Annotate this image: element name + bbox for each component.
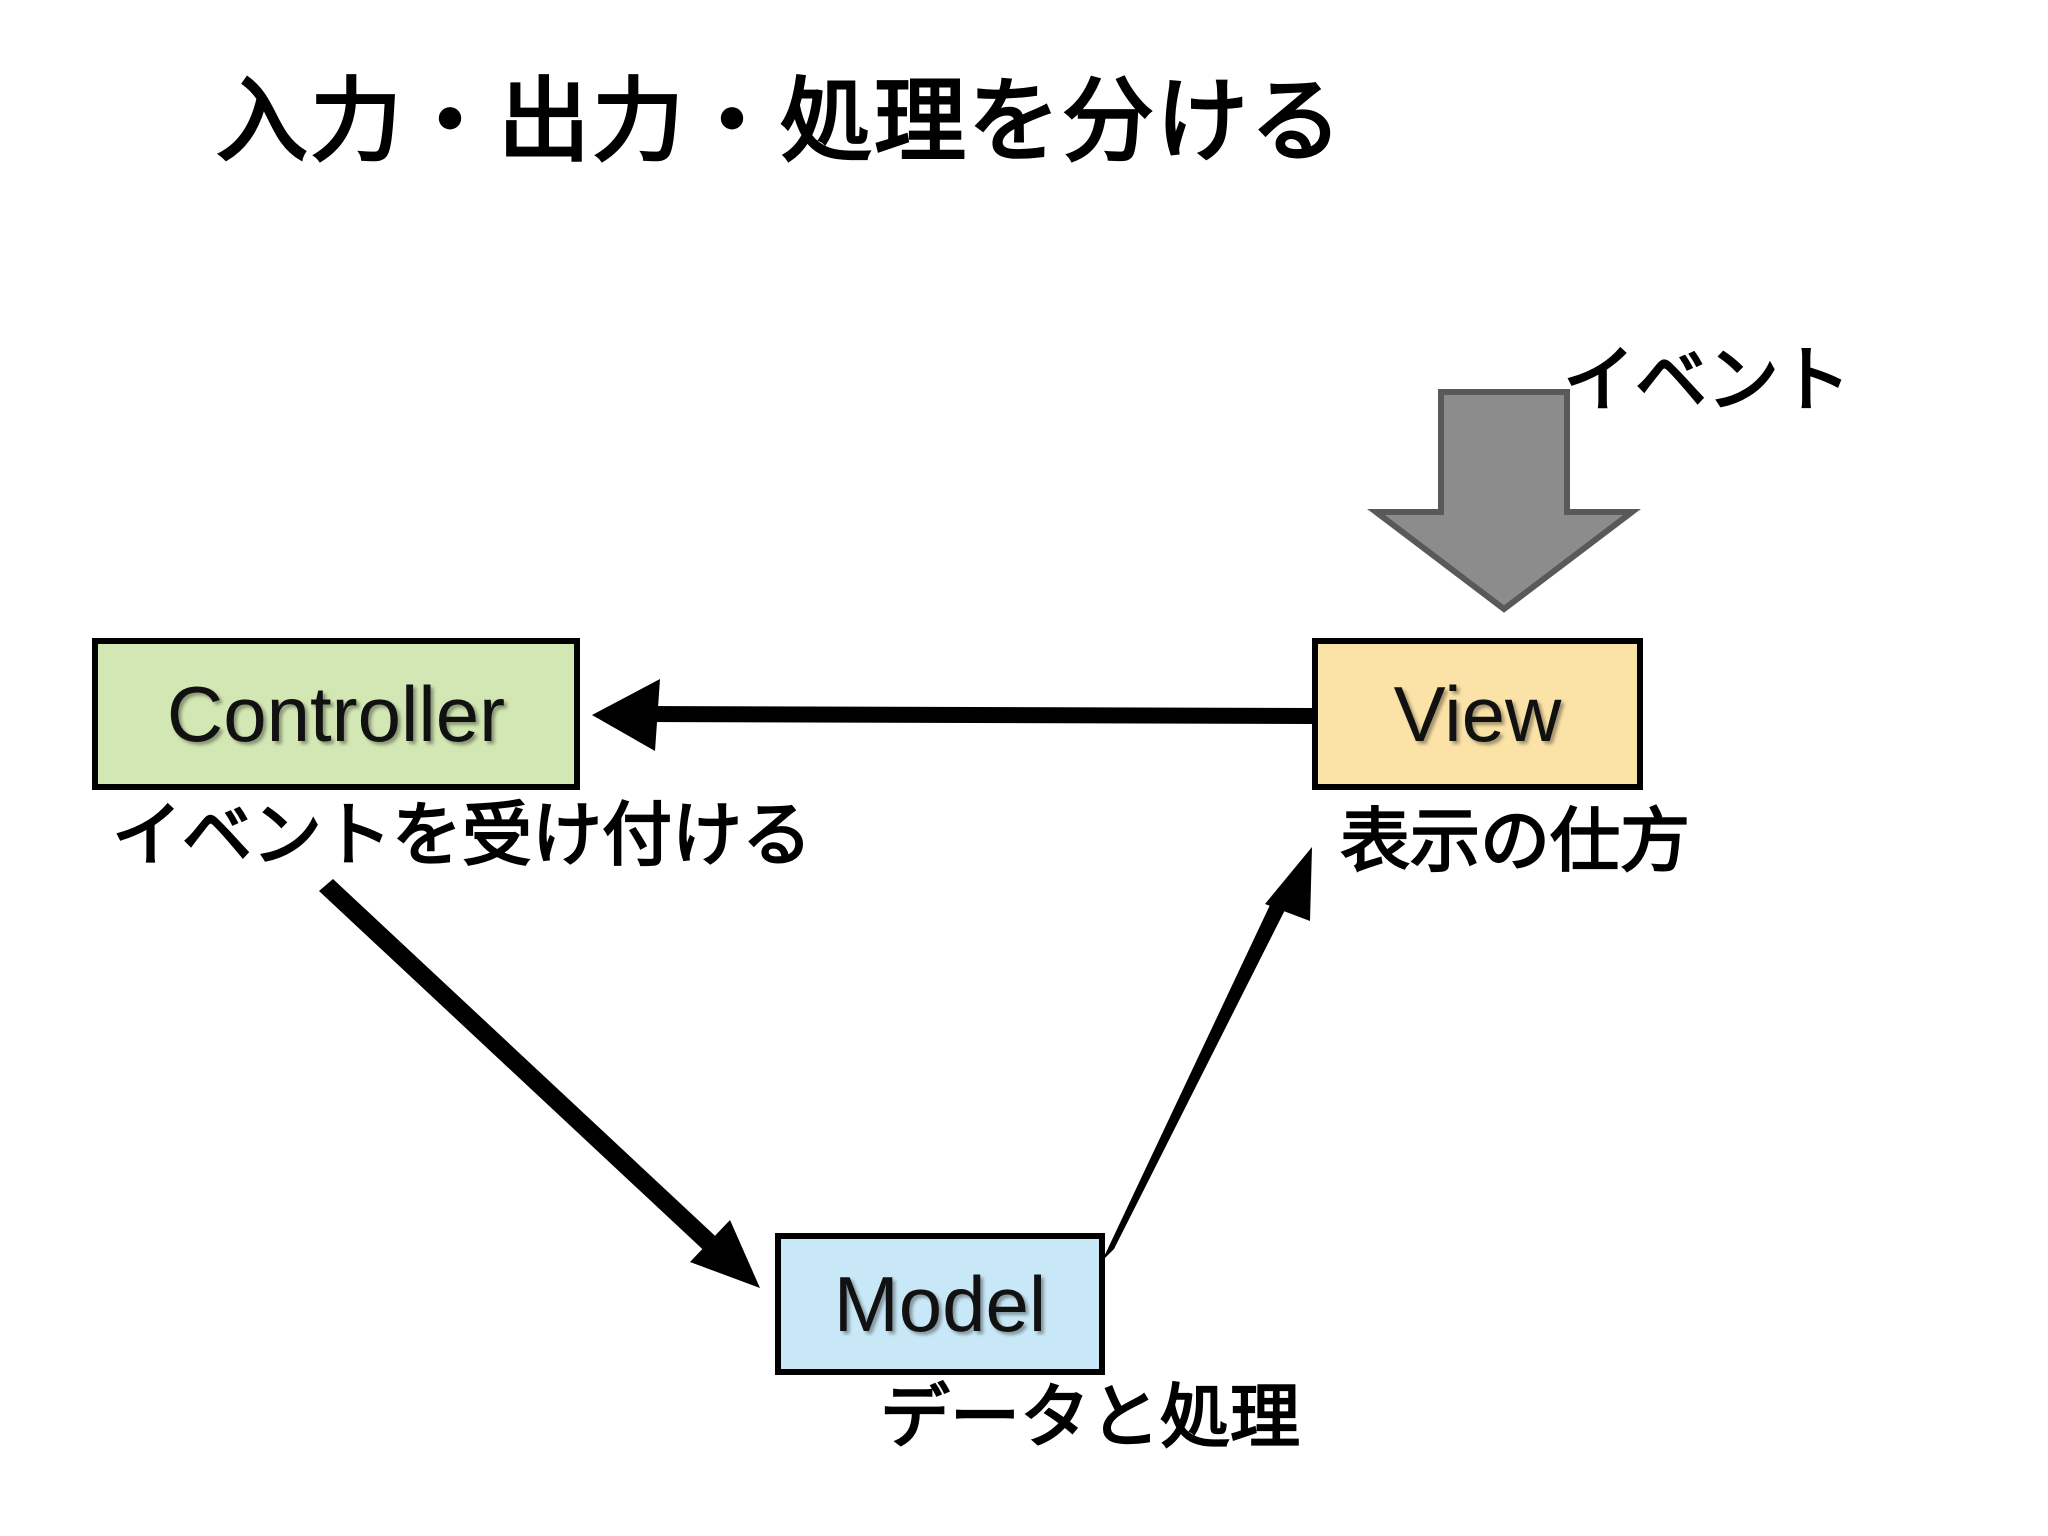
arrow-controller-to-model [319,879,760,1288]
arrow-view-to-controller [592,679,1312,751]
node-model-caption: データと処理 [880,1378,1300,1456]
node-model[interactable]: Model [775,1233,1105,1375]
event-label: イベント [1563,341,1852,421]
node-controller-label: Controller [166,670,506,758]
event-arrow-icon [1367,389,1641,613]
page-title: 入力・出力・処理を分ける [215,71,1344,173]
node-controller-caption: イベントを受け付ける [112,796,812,874]
node-view-label: View [1393,670,1562,758]
node-controller[interactable]: Controller [92,638,580,790]
node-view[interactable]: View [1312,638,1643,790]
arrow-model-to-view [1102,847,1312,1261]
node-view-caption: 表示の仕方 [1340,802,1690,880]
node-model-label: Model [833,1260,1047,1348]
